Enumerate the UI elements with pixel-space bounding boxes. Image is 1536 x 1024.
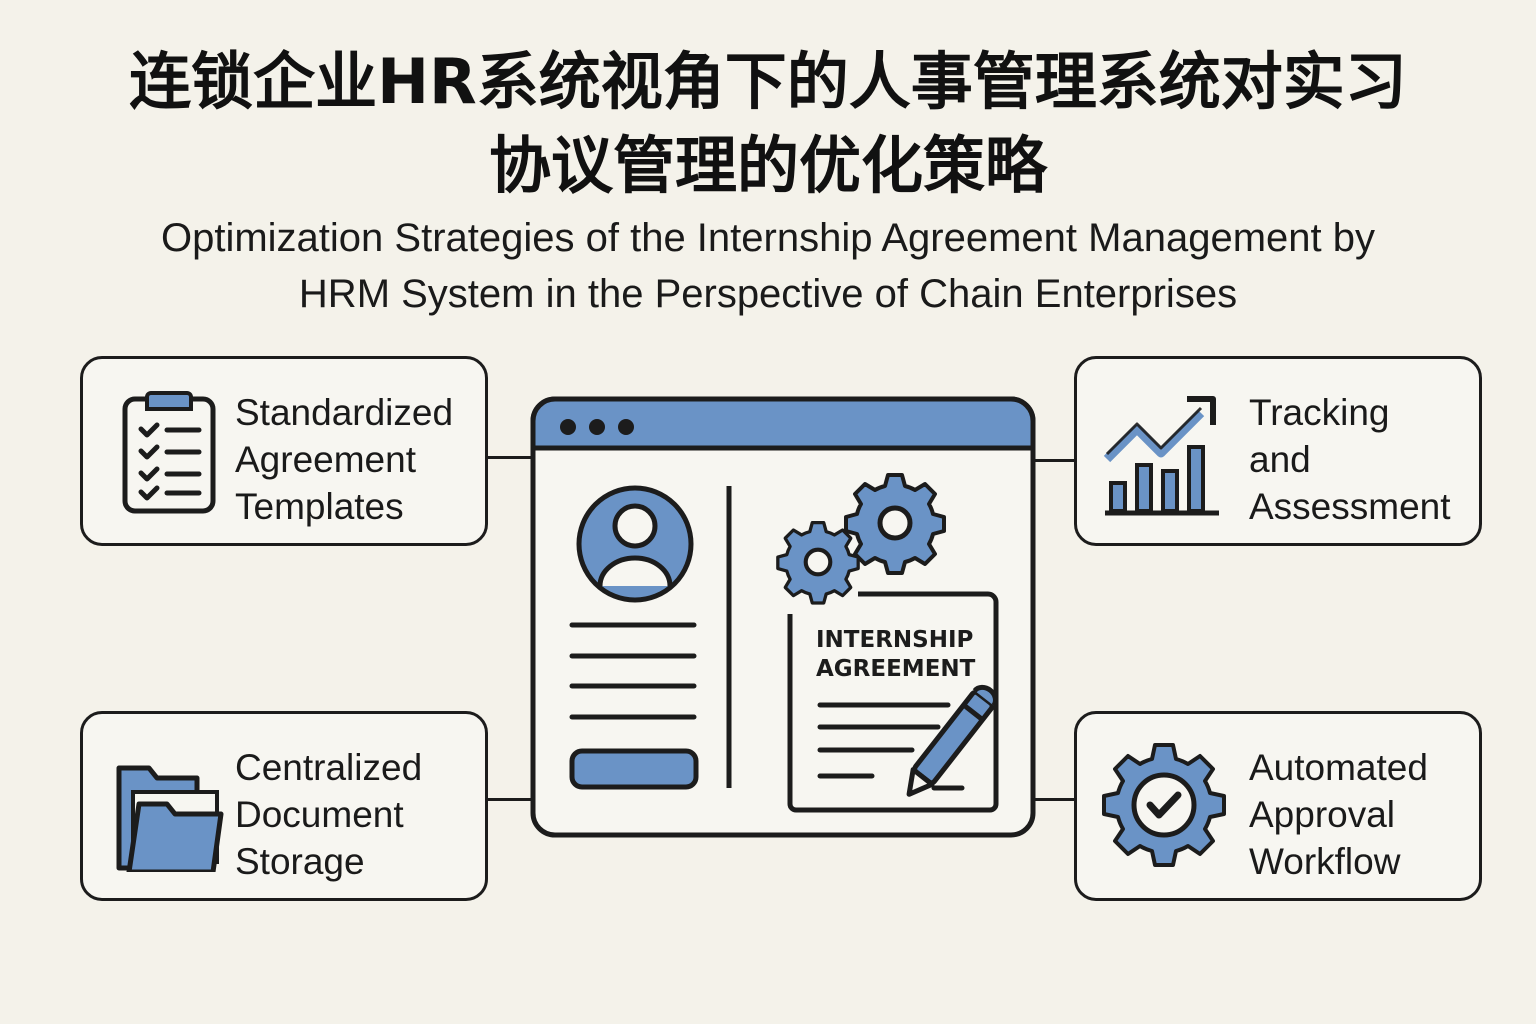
checklist-clipboard-icon [122,391,216,514]
label-line: Approval [1249,794,1396,835]
label-line: Standardized [235,392,454,433]
hrm-system-window: INTERNSHIP AGREEMENT [530,396,1036,838]
gears-icon [776,473,946,605]
label-line: Assessment [1249,486,1451,527]
card-label: Tracking and Assessment [1249,389,1494,530]
user-avatar-icon [576,485,694,603]
label-line: and [1249,439,1311,480]
document-title-line-1: INTERNSHIP [816,627,973,653]
card-label: Centralized Document Storage [235,744,480,885]
label-line: Workflow [1249,841,1401,882]
connector-approval [1034,798,1076,801]
connector-tracking [1034,459,1076,462]
label-line: Tracking [1249,392,1390,433]
pen-icon [906,684,998,797]
title-line-2: 协议管理的优化策略 [488,129,1047,202]
subtitle-line-1: Optimization Strategies of the Internshi… [160,216,1375,260]
label-line: Document [235,794,404,835]
card-centralized-document-storage: Centralized Document Storage [80,711,488,901]
document-title-line-2: AGREEMENT [816,656,976,682]
label-line: Templates [235,486,404,527]
profile-button-shape [569,748,699,790]
label-line: Automated [1249,747,1428,788]
agreement-document-outline [787,591,999,813]
connector-templates [488,456,532,459]
card-standardized-agreement-templates: Standardized Agreement Templates [80,356,488,546]
folder-icon [116,765,224,872]
connector-storage [488,798,532,801]
gear-check-icon [1102,743,1226,867]
card-automated-approval-workflow: Automated Approval Workflow [1074,711,1482,901]
window-dots-icon [560,419,634,435]
label-line: Centralized [235,747,423,788]
growth-chart-icon [1103,396,1219,516]
card-label: Standardized Agreement Templates [235,389,480,530]
label-line: Agreement [235,439,416,480]
subtitle-line-2: HRM System in the Perspective of Chain E… [298,272,1238,316]
label-line: Storage [235,841,365,882]
title-line-1: 连锁企业HR系统视角下的人事管理系统对实习 [129,45,1407,118]
card-tracking-and-assessment: Tracking and Assessment [1074,356,1482,546]
card-label: Automated Approval Workflow [1249,744,1494,885]
